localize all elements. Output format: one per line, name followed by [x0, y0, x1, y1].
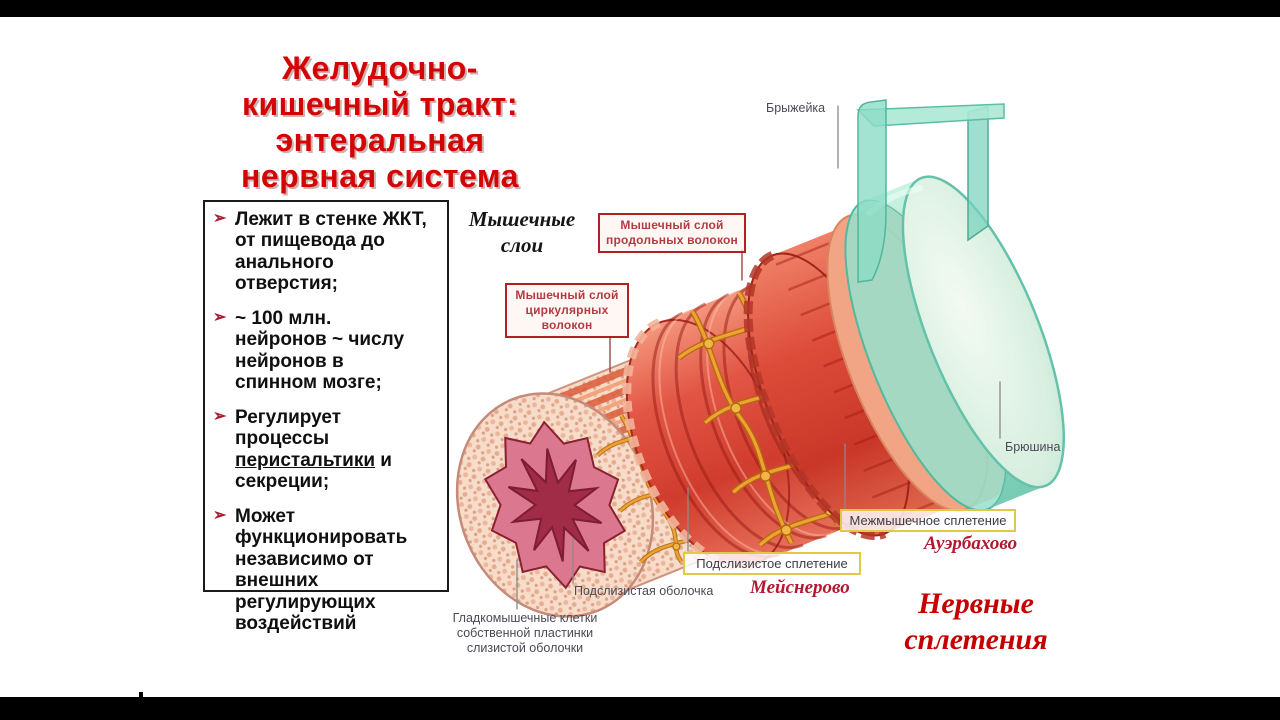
telescoping-gut-tube	[455, 175, 1066, 618]
list-item: ➢ Может функционировать независимо от вн…	[213, 506, 433, 635]
smooth-muscle-cells-label: Гладкомышечные клетки собственной пласти…	[452, 611, 598, 655]
myenteric-plexus-label-box: Межмышечное сплетение	[840, 509, 1016, 532]
leader-lines	[516, 105, 1001, 610]
bullet-arrow-icon: ➢	[213, 407, 227, 425]
artifact-tick	[139, 692, 143, 698]
list-item: ➢ Лежит в стенке ЖКТ, от пищевода до ана…	[213, 209, 433, 295]
list-item-text: ~ 100 млн. нейронов ~ числу нейронов в с…	[235, 307, 405, 394]
mucosa-lumen-star	[507, 448, 603, 562]
facts-list: ➢ Лежит в стенке ЖКТ, от пищевода до ана…	[213, 209, 433, 634]
list-item-text: Лежит в стенке ЖКТ, от пищевода до аналь…	[235, 209, 427, 295]
title-line: нервная система	[241, 158, 519, 195]
bullet-arrow-icon: ➢	[213, 210, 227, 227]
list-item: ➢ ~ 100 млн. нейронов ~ числу нейронов в…	[213, 308, 433, 394]
serosa-cylinder	[844, 175, 1066, 512]
nerve-plexuses-heading: Нервные сплетения	[904, 587, 1048, 656]
longitudinal-muscle-label-box: Мышечный слой продольных волокон	[598, 213, 746, 253]
submucosa-label: Подслизистая оболочка	[574, 584, 714, 598]
bullet-arrow-icon: ➢	[213, 308, 227, 326]
facts-panel: ➢ Лежит в стенке ЖКТ, от пищевода до ана…	[203, 200, 449, 634]
text-segment: и секреции;	[235, 449, 392, 493]
title-line: энтеральная	[275, 122, 485, 159]
mesentery-label: Брыжейка	[766, 101, 826, 115]
meissner-label: Мейснерово	[750, 577, 850, 598]
top-letterbox-bar	[0, 0, 1280, 17]
muscle-layers-label: Мышечные слои	[468, 207, 576, 258]
auerbach-label: Ауэрбахово	[924, 533, 1018, 554]
submucosal-plexus-label-box: Подслизистое сплетение	[683, 552, 861, 575]
list-item-text: Может функционировать независимо от внеш…	[235, 505, 408, 634]
circular-muscle-label-box: Мышечный слой циркулярных волокон	[505, 283, 629, 338]
slide-title: Желудочно- кишечный тракт: энтеральная н…	[170, 50, 590, 195]
list-item: ➢ Регулирует процессы перистальтики и се…	[213, 407, 433, 493]
bottom-letterbox-bar	[0, 697, 1280, 720]
underlined-word: перистальтики	[235, 449, 376, 471]
peritoneum-label: Брюшина	[1005, 440, 1061, 454]
title-line: Желудочно-	[282, 50, 478, 86]
bullet-arrow-icon: ➢	[213, 506, 227, 524]
mesentery-fin	[856, 99, 1005, 283]
title-line: кишечный тракт:	[241, 86, 518, 123]
list-item-text: Регулирует процессы перистальтики и секр…	[235, 407, 427, 493]
text-segment: Регулирует процессы	[235, 406, 342, 450]
